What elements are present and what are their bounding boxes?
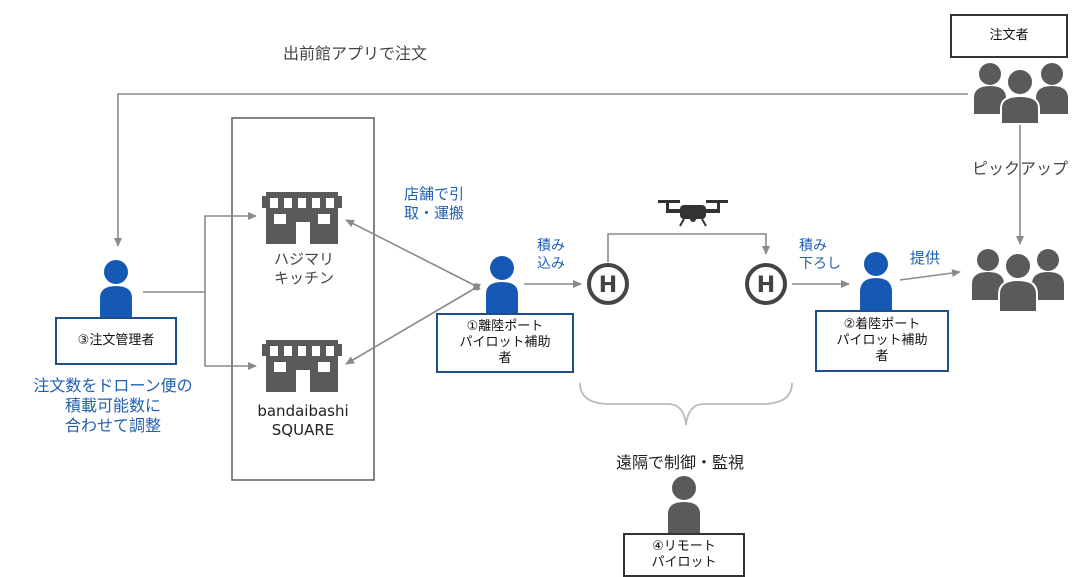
order-app-arrow <box>114 93 968 247</box>
manager-person-icon <box>100 260 132 318</box>
provide-label: 提供 <box>910 249 941 267</box>
store1-takeoff-arrow <box>345 219 481 292</box>
store2-label: bandaibashi SQUARE <box>257 402 349 439</box>
helipad-label-2: H <box>757 273 775 298</box>
load-label: 積み 込み <box>537 238 565 272</box>
provide-arrow <box>899 269 961 281</box>
remote-control-label: 遠隔で制御・監視 <box>616 453 745 472</box>
manager-to-store2-arrow <box>204 292 257 370</box>
landing-pilot-person-icon <box>860 252 892 312</box>
store1-label: ハジマリ キッチン <box>273 250 334 287</box>
manager-note: 注文数をドローン便の 積載可能数に 合わせて調整 <box>33 376 193 435</box>
store2-takeoff-arrow <box>345 282 481 365</box>
pickup-label: ピックアップ <box>971 159 1068 178</box>
store-pickup-label: 店舗で引 取・運搬 <box>404 185 465 222</box>
remote-control-brace <box>579 382 793 426</box>
customers-group-icon <box>972 249 1064 313</box>
helipad-label-1: H <box>599 273 617 298</box>
remote-pilot-box: ④リモート パイロット <box>623 533 745 577</box>
manager-to-store1-arrow <box>204 212 257 292</box>
remote-pilot-person-icon <box>668 476 700 534</box>
takeoff-pilot-box: ①離陸ポート パイロット補助 者 <box>436 313 574 373</box>
store-icon <box>262 192 342 244</box>
takeoff-pilot-person-icon <box>486 256 518 314</box>
unload-label: 積み 下ろし <box>799 238 841 272</box>
orderers-group-icon <box>974 63 1068 125</box>
helipad-icon: H <box>587 263 629 305</box>
drone-icon <box>658 200 728 227</box>
helipad-icon: H <box>745 263 787 305</box>
manager-box: ③注文管理者 <box>55 317 177 365</box>
landing-pilot-box: ②着陸ポート パイロット補助 者 <box>815 310 949 372</box>
order-app-label: 出前館アプリで注文 <box>283 44 428 63</box>
store-icon <box>262 340 342 392</box>
orderer-box: 注文者 <box>950 14 1068 58</box>
flight-path-arrow <box>607 233 770 262</box>
